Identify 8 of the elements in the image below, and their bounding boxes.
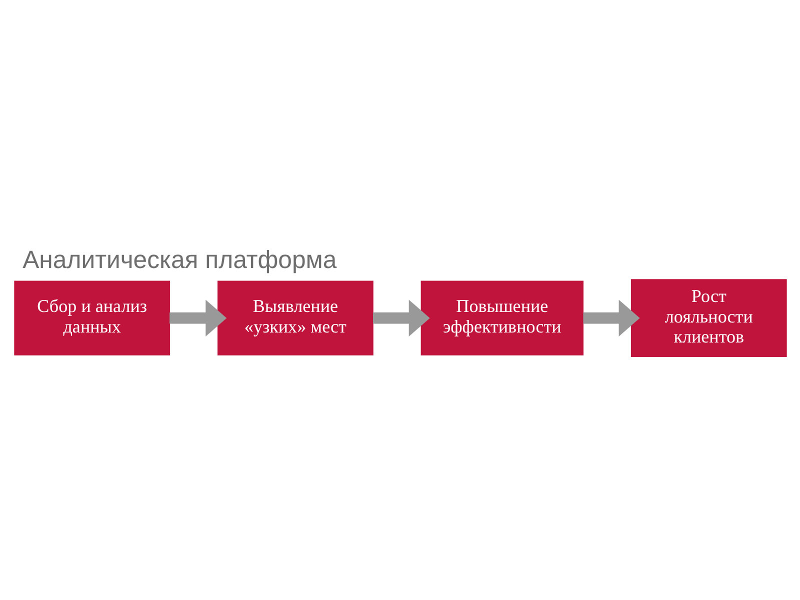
arrow <box>169 300 226 336</box>
arrow <box>372 300 430 336</box>
arrow <box>582 300 640 336</box>
node-box: Выявление «узких» мест <box>217 280 373 356</box>
node-box: Сбор и анализ данных <box>14 280 170 356</box>
node-box: Повышение эффективности <box>420 280 583 356</box>
diagram-title: Аналитическая платформа <box>22 246 336 274</box>
node-box: Рост лояльности клиентов <box>630 279 786 358</box>
